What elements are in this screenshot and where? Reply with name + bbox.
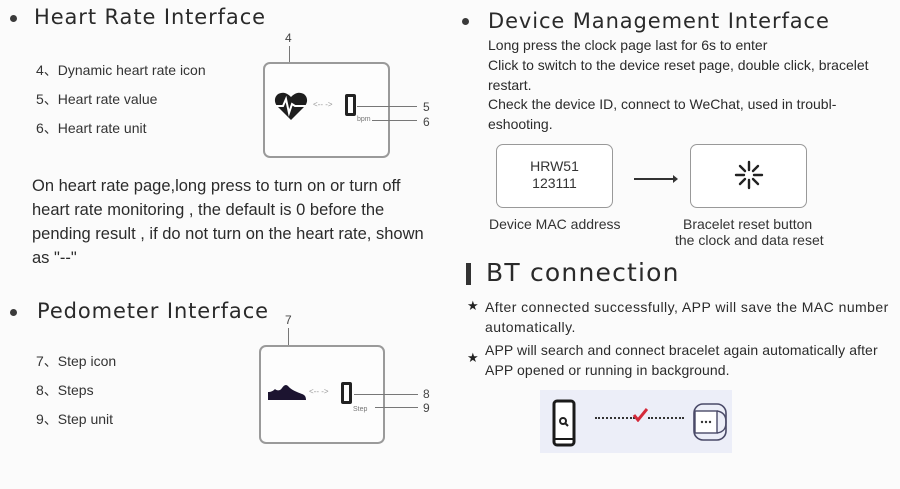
heart-rate-unit: bpm bbox=[357, 116, 371, 123]
heart-rate-item-icon: 4、Dynamic heart rate icon bbox=[36, 62, 206, 78]
bt-bullet-1: After connected successfully, APP will s… bbox=[485, 299, 889, 335]
heart-rate-description: On heart rate page,long press to turn on… bbox=[32, 177, 424, 267]
reset-caption-line-2: the clock and data reset bbox=[675, 232, 824, 248]
checkmark-icon bbox=[632, 408, 648, 422]
device-management-line-2: Click to switch to the device reset page… bbox=[488, 57, 869, 93]
heart-rate-screen: <-- -> bpm bbox=[263, 62, 390, 158]
heading-bullet bbox=[10, 309, 17, 316]
star-bullet-icon: ★ bbox=[467, 350, 479, 365]
callout-number-8: 8 bbox=[423, 387, 430, 401]
device-mac-caption: Device MAC address bbox=[489, 216, 621, 232]
switch-arrows: <-- -> bbox=[313, 100, 333, 109]
bracelet-icon bbox=[693, 403, 727, 441]
callout-line bbox=[375, 407, 418, 408]
bracelet-reset-box bbox=[690, 144, 807, 208]
dotted-connection-line bbox=[595, 417, 635, 419]
device-mac-number: 123111 bbox=[532, 175, 577, 191]
arrow-head bbox=[673, 175, 678, 183]
callout-number-5: 5 bbox=[423, 100, 430, 114]
star-bullet-icon: ★ bbox=[467, 298, 479, 313]
device-mac-box: HRW51 123111 bbox=[496, 144, 613, 208]
device-model: HRW51 bbox=[530, 158, 579, 174]
phone-search-icon bbox=[552, 399, 576, 447]
pedometer-item-steps: 8、Steps bbox=[36, 382, 94, 398]
heading-bullet bbox=[10, 15, 17, 22]
heart-pulse-icon bbox=[274, 92, 308, 120]
pedometer-heading: Pedometer Interface bbox=[37, 299, 269, 323]
heart-rate-item-unit: 6、Heart rate unit bbox=[36, 120, 147, 136]
callout-number-4: 4 bbox=[285, 31, 292, 45]
callout-line bbox=[357, 106, 417, 107]
shoe-icon bbox=[268, 384, 306, 400]
bt-connection-illustration bbox=[540, 390, 732, 453]
callout-number-9: 9 bbox=[423, 401, 430, 415]
section-bar-marker bbox=[466, 263, 471, 285]
heart-rate-value bbox=[345, 94, 356, 116]
step-value bbox=[341, 382, 352, 404]
device-management-line-1: Long press the clock page last for 6s to… bbox=[488, 37, 768, 53]
heading-bullet bbox=[462, 18, 469, 25]
device-management-heading: Device Management Interface bbox=[488, 9, 830, 33]
device-management-line-3: Check the device ID, connect to WeChat, … bbox=[488, 96, 837, 132]
arrow-line bbox=[634, 178, 674, 180]
pedometer-item-unit: 9、Step unit bbox=[36, 411, 114, 427]
heart-rate-heading: Heart Rate Interface bbox=[34, 5, 266, 29]
bt-connection-heading: BT connection bbox=[486, 258, 680, 287]
switch-arrows: <-- -> bbox=[309, 387, 329, 396]
step-unit: Step bbox=[353, 406, 368, 413]
heart-rate-item-value: 5、Heart rate value bbox=[36, 91, 158, 107]
callout-number-7: 7 bbox=[285, 313, 292, 327]
reset-caption-line-1: Bracelet reset button bbox=[683, 216, 813, 232]
callout-number-6: 6 bbox=[423, 115, 430, 129]
bt-bullet-2: APP will search and connect bracelet aga… bbox=[485, 342, 878, 378]
callout-line bbox=[354, 394, 418, 395]
loading-spinner-icon bbox=[734, 160, 764, 190]
dotted-connection-line bbox=[648, 417, 684, 419]
pedometer-item-icon: 7、Step icon bbox=[36, 353, 117, 369]
callout-line bbox=[372, 120, 417, 121]
